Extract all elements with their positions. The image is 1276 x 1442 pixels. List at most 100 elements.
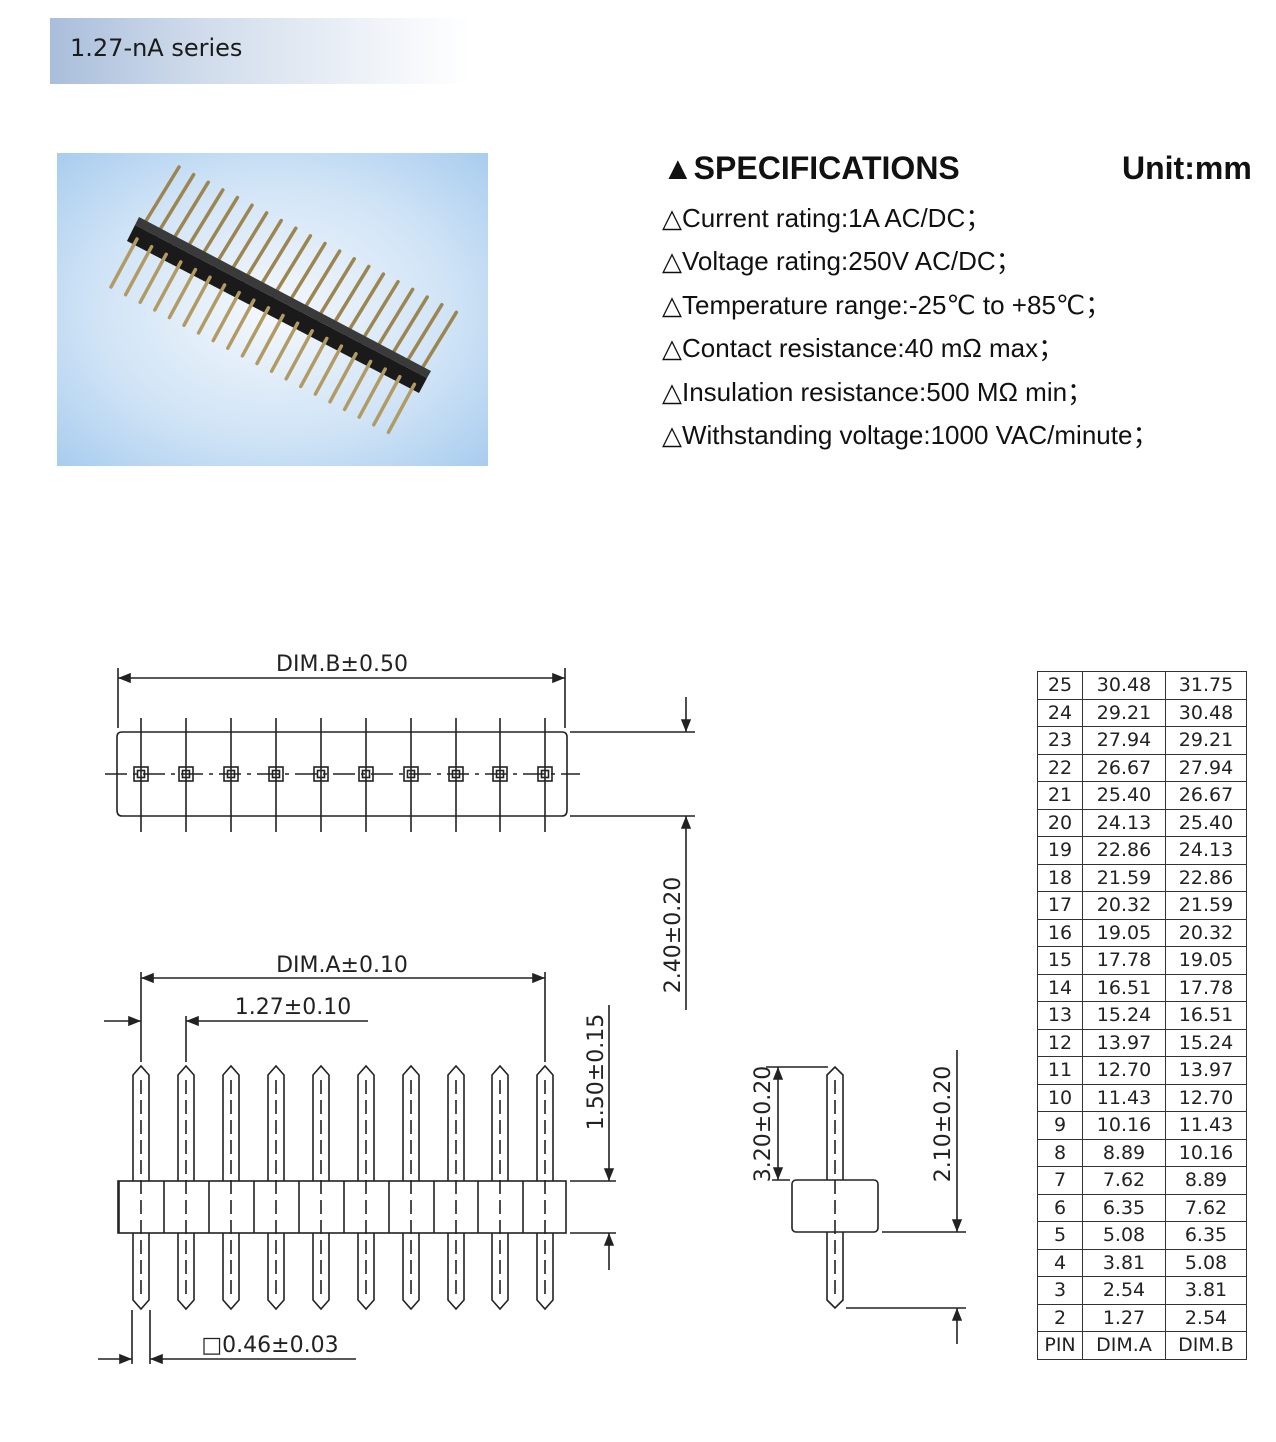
top-view-pin	[492, 718, 508, 832]
table-cell: 30.48	[1082, 671, 1166, 700]
side-view: 3.20±0.20 2.10±0.20	[751, 1050, 966, 1344]
front-view-pin	[388, 1064, 420, 1311]
table-cell: 22.86	[1165, 863, 1247, 892]
table-cell: 5.08	[1082, 1221, 1166, 1250]
table-cell: DIM.B	[1165, 1331, 1247, 1360]
table-cell: 20.32	[1082, 891, 1166, 920]
table-cell: 5	[1037, 1221, 1083, 1250]
spec-current-rating: △Current rating:1A AC/DC；	[662, 203, 992, 233]
table-cell: 11.43	[1165, 1111, 1247, 1140]
table-cell: 6.35	[1165, 1221, 1247, 1250]
table-cell: 24.13	[1082, 808, 1166, 837]
table-cell: 8.89	[1082, 1138, 1166, 1167]
table-cell: 3	[1037, 1276, 1083, 1305]
table-cell: 24.13	[1165, 836, 1247, 865]
table-cell: 2.54	[1165, 1303, 1247, 1332]
front-view-pin	[208, 1064, 240, 1311]
table-cell: 24	[1037, 698, 1083, 727]
table-cell: 17.78	[1165, 973, 1247, 1002]
spec-insulation-resistance: △Insulation resistance:500 MΩ min；	[662, 376, 1094, 407]
table-cell: 19.05	[1165, 946, 1247, 975]
table-cell: 27.94	[1165, 753, 1247, 782]
series-title: 1.27-nA series	[70, 34, 243, 62]
top-view-pin	[268, 718, 284, 832]
table-cell: 26.67	[1165, 781, 1247, 810]
front-view-pin	[522, 1064, 554, 1311]
table-cell: 16	[1037, 918, 1083, 947]
top-view-pin	[223, 718, 239, 832]
table-cell: 31.75	[1165, 671, 1247, 700]
table-cell: 3.81	[1165, 1276, 1247, 1305]
table-cell: 25.40	[1165, 808, 1247, 837]
table-cell: 3.81	[1082, 1248, 1166, 1277]
table-cell: 12	[1037, 1028, 1083, 1057]
table-cell: DIM.A	[1082, 1331, 1166, 1360]
front-view-pin	[343, 1064, 375, 1311]
table-cell: 6	[1037, 1193, 1083, 1222]
table-cell: 1.27	[1082, 1303, 1166, 1332]
table-cell: 13	[1037, 1001, 1083, 1030]
table-cell: 10.16	[1082, 1111, 1166, 1140]
top-view-pin	[403, 718, 419, 832]
upper-pin-label: 3.20±0.20	[751, 1066, 776, 1182]
top-view-pin	[178, 718, 194, 832]
table-cell: 21.59	[1082, 863, 1166, 892]
spec-withstanding-voltage: △Withstanding voltage:1000 VAC/minute；	[662, 419, 1159, 450]
top-view-pin	[313, 718, 329, 832]
table-cell: 10.16	[1165, 1138, 1247, 1167]
spec-contact-resistance: △Contact resistance:40 mΩ max；	[662, 333, 1065, 364]
table-cell: 12.70	[1165, 1083, 1247, 1112]
front-view-pin	[298, 1064, 330, 1311]
table-cell: 8	[1037, 1138, 1083, 1167]
table-cell: 21	[1037, 781, 1083, 810]
front-view-pin	[253, 1064, 285, 1311]
table-cell: 2	[1037, 1303, 1083, 1332]
table-cell: 11	[1037, 1056, 1083, 1085]
table-cell: 26.67	[1082, 753, 1166, 782]
top-view-pin	[358, 718, 374, 832]
table-cell: 18	[1037, 863, 1083, 892]
table-cell: 16.51	[1082, 973, 1166, 1002]
table-cell: 10	[1037, 1083, 1083, 1112]
table-cell: 29.21	[1082, 698, 1166, 727]
insulator-label: 1.50±0.15	[584, 1014, 609, 1130]
top-view: DIM.B±0.50 2.40±0.20	[105, 652, 695, 1010]
table-cell: 17	[1037, 891, 1083, 920]
technical-drawing: DIM.B±0.50 2.40±0.20 DIM.A±0.10 1.27±0.1…	[98, 652, 966, 1365]
front-view-pin	[433, 1064, 465, 1311]
table-cell: 22.86	[1082, 836, 1166, 865]
top-view-pin	[448, 718, 464, 832]
table-cell: 19.05	[1082, 918, 1166, 947]
spec-heading: ▲SPECIFICATIONS	[662, 150, 960, 186]
table-cell: 15.24	[1082, 1001, 1166, 1030]
top-view-pin	[537, 718, 553, 832]
spec-temperature-range: △Temperature range:-25℃ to +85℃；	[662, 289, 1112, 320]
table-cell: 23	[1037, 726, 1083, 755]
table-cell: 9	[1037, 1111, 1083, 1140]
table-cell: 8.89	[1165, 1166, 1247, 1195]
top-view-pin	[133, 718, 149, 832]
spec-list: △Current rating:1A AC/DC； △Voltage ratin…	[662, 197, 1158, 457]
series-banner: 1.27-nA series	[50, 18, 470, 84]
pin-size-label: □0.46±0.03	[201, 1333, 338, 1358]
